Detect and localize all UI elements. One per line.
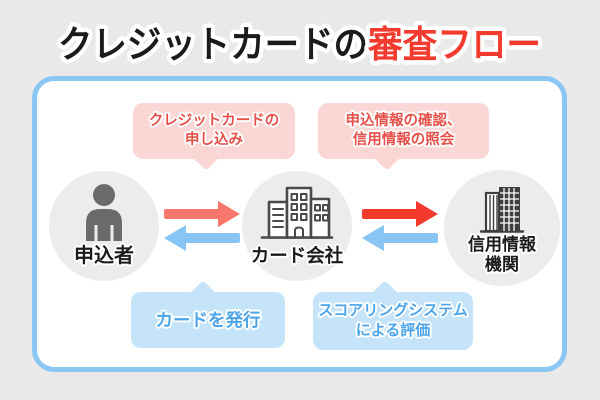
callout-card-application: クレジットカードの 申し込み (133, 103, 295, 171)
callout-card-issue: カードを発行 (131, 280, 285, 348)
callout-line: クレジットカードの (148, 113, 280, 129)
arrow-card-to-agency (362, 201, 438, 227)
node-label-line: 信用情報 (468, 235, 536, 254)
node-label: 申込者 (74, 245, 134, 267)
node-label: カード会社 (250, 245, 344, 266)
callout-line: による評価 (355, 322, 431, 339)
person-icon (76, 183, 132, 246)
callout-line: スコアリングシステム (318, 302, 468, 319)
node-credit-agency: 信用情報 機関 (444, 170, 560, 286)
callout-scoring-evaluation: スコアリングシステム による評価 (313, 280, 473, 350)
arrow-card-to-applicant (164, 225, 240, 251)
arrow-applicant-to-card (164, 201, 240, 227)
node-applicant: 申込者 (49, 171, 159, 281)
node-label: 信用情報 機関 (444, 235, 560, 275)
page-title: クレジットカードの審査フロー (54, 20, 546, 67)
office-building-icon (255, 186, 339, 245)
node-label-line: 機関 (485, 255, 519, 274)
callout-line: 申し込み (185, 132, 243, 148)
callout-line: 信用情報の照会 (352, 132, 455, 148)
title-text-black: クレジットカードの (58, 24, 368, 65)
callout-line: 申込情報の確認、 (345, 113, 462, 129)
callout-info-check: 申込情報の確認、 信用情報の照会 (318, 103, 489, 171)
title-text-accent: 審査フロー (367, 24, 541, 65)
skyscraper-icon (477, 185, 527, 238)
arrow-agency-to-card (362, 225, 438, 251)
svg-text:クレジットカードの審査フロー: クレジットカードの審査フロー (58, 24, 541, 65)
node-card-company: カード会社 (242, 171, 352, 281)
callout-line: カードを発行 (155, 310, 261, 330)
